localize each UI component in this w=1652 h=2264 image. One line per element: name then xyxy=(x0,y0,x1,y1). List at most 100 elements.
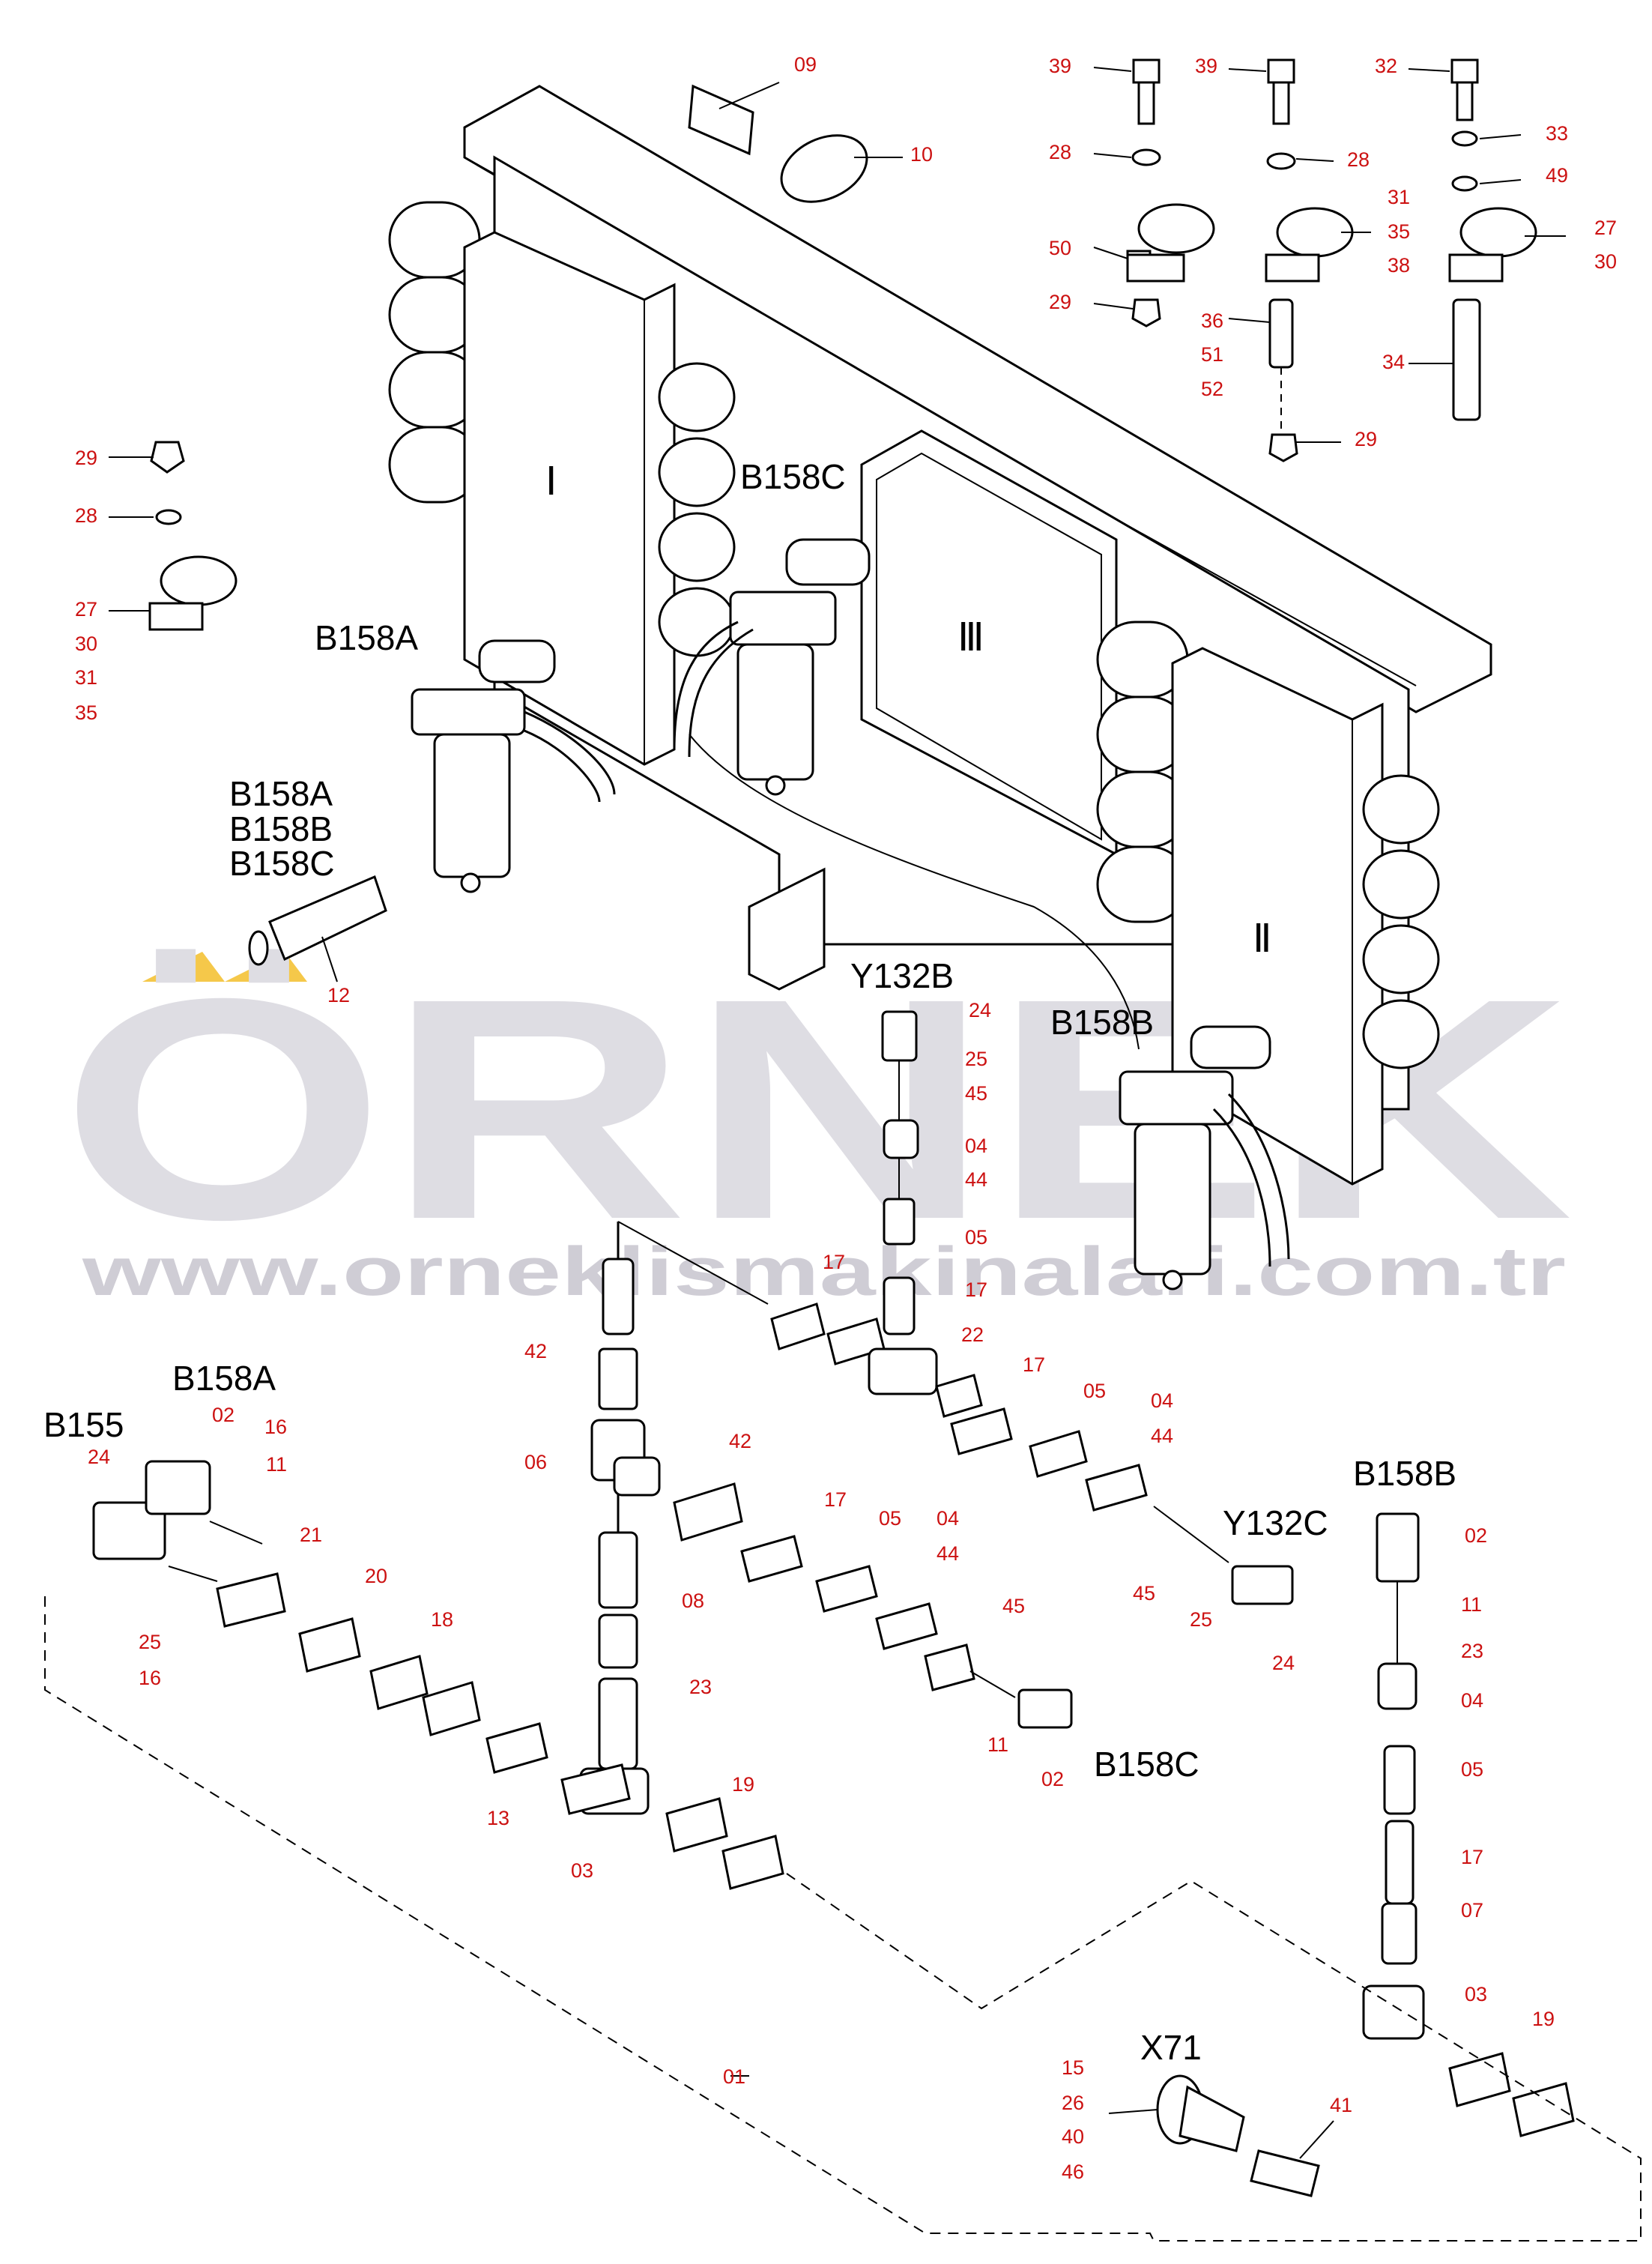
valve-block-3 xyxy=(860,429,1118,857)
pn-b158a-21: 21 xyxy=(300,1524,322,1546)
pn-b158a-11: 11 xyxy=(266,1453,287,1476)
label-b158b-low: B158B xyxy=(1353,1454,1456,1493)
pn-c2-38: 38 xyxy=(1388,254,1410,277)
pn-c3-33: 33 xyxy=(1546,122,1568,145)
label-sensor-group-a: B158A xyxy=(229,774,333,813)
block1-cap-4 xyxy=(658,587,736,657)
pn-h-05: 05 xyxy=(1083,1380,1106,1402)
pn-h-17d: 17 xyxy=(824,1488,847,1511)
pn-l-31: 31 xyxy=(75,666,97,689)
pn-l-29: 29 xyxy=(75,447,97,469)
label-y132c: Y132C xyxy=(1223,1503,1328,1542)
label-x71: X71 xyxy=(1140,2028,1202,2067)
pn-c3-49: 49 xyxy=(1546,164,1568,187)
pn-c2-36: 36 xyxy=(1201,310,1223,332)
frame-base-foot xyxy=(748,867,826,991)
pressure-sensor-12 xyxy=(248,875,387,982)
block2-cap-4 xyxy=(1362,999,1440,1069)
pn-y-04: 04 xyxy=(965,1135,987,1157)
pn-b158b-02: 02 xyxy=(1465,1524,1487,1547)
clamp-stack-3 xyxy=(1408,58,1566,421)
filter-b158a xyxy=(411,639,616,893)
tape-09 xyxy=(688,84,754,156)
pn-b158b-05: 05 xyxy=(1461,1758,1483,1781)
block2-cap-2 xyxy=(1362,849,1440,920)
pn-h-04b: 04 xyxy=(937,1507,959,1530)
pn-yc-45: 45 xyxy=(1133,1582,1155,1605)
pn-b158a-16: 16 xyxy=(264,1416,287,1438)
roman-label-1: Ⅰ xyxy=(545,461,557,504)
pn-b158b-04: 04 xyxy=(1461,1689,1483,1712)
pn-c2-35: 35 xyxy=(1388,220,1410,243)
pn-b155-24: 24 xyxy=(88,1446,110,1468)
pn-l-35: 35 xyxy=(75,701,97,724)
pn-c1-50: 50 xyxy=(1049,237,1071,259)
label-b158a-top: B158A xyxy=(315,618,418,657)
valve-block-assembly: Ⅲ Ⅰ Ⅱ xyxy=(388,85,1492,1291)
filter-b158b xyxy=(1119,1025,1290,1291)
pn-c2-52: 52 xyxy=(1201,378,1223,400)
pn-y-44: 44 xyxy=(965,1168,987,1191)
pn-c2-39: 39 xyxy=(1195,55,1217,77)
block2-cap-3 xyxy=(1362,924,1440,994)
pn-c2-51: 51 xyxy=(1201,343,1223,366)
pn-x71-15: 15 xyxy=(1062,2056,1084,2079)
part-number-labels: 09 10 39 28 50 29 39 28 31 35 38 36 51 5… xyxy=(75,53,1617,2183)
pn-10: 10 xyxy=(910,143,933,166)
watermark-accent-left xyxy=(142,952,225,982)
pn-b158a-02: 02 xyxy=(212,1404,235,1426)
pn-c3-30: 30 xyxy=(1594,250,1617,273)
clamp-stack-left xyxy=(109,441,237,631)
label-b158b-top: B158B xyxy=(1050,1003,1154,1042)
pn-20: 20 xyxy=(365,1565,387,1587)
wire-harness xyxy=(92,1010,1575,2197)
label-sensor-group-b: B158B xyxy=(229,809,333,848)
pn-h-05b: 05 xyxy=(879,1507,901,1530)
pn-c2-28: 28 xyxy=(1347,148,1370,171)
pn-l-28: 28 xyxy=(75,504,97,527)
pn-b158b-03: 03 xyxy=(1465,1983,1487,2005)
pn-b155-25: 25 xyxy=(139,1631,161,1653)
pn-h-44: 44 xyxy=(1151,1425,1173,1447)
pn-h-44b: 44 xyxy=(937,1542,959,1565)
pn-y-05: 05 xyxy=(965,1226,987,1249)
pn-b158b-19: 19 xyxy=(1532,2008,1555,2030)
pn-y-24: 24 xyxy=(969,999,991,1021)
clamp-stack-1 xyxy=(1093,58,1215,327)
pn-c2-31: 31 xyxy=(1388,186,1410,208)
pn-h-45: 45 xyxy=(1002,1595,1025,1617)
pn-b158b-07: 07 xyxy=(1461,1899,1483,1922)
pn-h-08: 08 xyxy=(682,1590,704,1612)
pn-b158b-11: 11 xyxy=(1461,1593,1482,1616)
pn-h-11: 11 xyxy=(987,1733,1008,1756)
pn-c2-29: 29 xyxy=(1355,428,1377,450)
block1-cap-3 xyxy=(658,512,736,582)
label-y132b: Y132B xyxy=(850,956,954,995)
filter-b158c xyxy=(673,538,871,796)
pn-c3-27: 27 xyxy=(1594,217,1617,239)
pn-b158b-23: 23 xyxy=(1461,1640,1483,1662)
pn-s-12: 12 xyxy=(327,984,350,1006)
roman-label-3: Ⅲ xyxy=(957,617,984,659)
valve-block-3-inner xyxy=(876,452,1102,841)
hose-to-b158b xyxy=(689,734,1140,1050)
pn-13: 13 xyxy=(487,1807,509,1829)
pn-h-42b: 42 xyxy=(729,1430,751,1452)
label-b158a-low: B158A xyxy=(172,1359,276,1398)
pn-01: 01 xyxy=(723,2065,745,2088)
pn-h-23: 23 xyxy=(689,1676,712,1698)
pn-yc-25: 25 xyxy=(1190,1608,1212,1631)
pn-c1-28: 28 xyxy=(1049,141,1071,163)
pn-h-06: 06 xyxy=(524,1451,547,1473)
block1-cap-1 xyxy=(658,362,736,432)
pn-x71-40: 40 xyxy=(1062,2125,1084,2148)
pn-x71-46: 46 xyxy=(1062,2161,1084,2183)
pn-y-25: 25 xyxy=(965,1048,987,1070)
pn-x71-26: 26 xyxy=(1062,2092,1084,2114)
harness-outline-01 xyxy=(44,1596,1642,2242)
pn-h-17b: 17 xyxy=(965,1279,987,1301)
pn-h-17c: 17 xyxy=(1023,1353,1045,1376)
pn-b158b-17: 17 xyxy=(1461,1846,1483,1868)
watermark-url: www.orneklismakinalari.com.tr xyxy=(82,1234,1566,1310)
